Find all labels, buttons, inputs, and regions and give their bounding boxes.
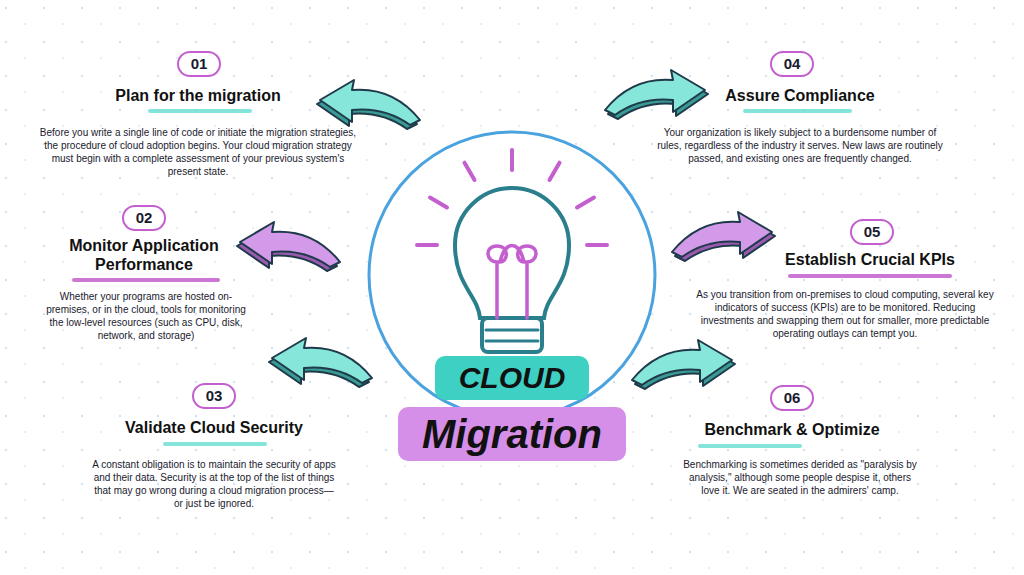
step-body: Your organization is likely subject to a… <box>653 126 948 165</box>
light-bulb <box>417 150 607 352</box>
step-heading: Establish Crucial KPIs <box>740 250 1000 269</box>
step-heading: Benchmark & Optimize <box>662 420 922 439</box>
curved-arrow <box>237 222 340 271</box>
step-body: Benchmarking is sometimes derided as "pa… <box>683 458 918 497</box>
heading-underline <box>745 109 850 113</box>
node-text: Migration <box>422 409 602 459</box>
node-text: 01 <box>191 55 208 73</box>
heading-underline <box>150 109 250 113</box>
center-circle <box>369 132 655 418</box>
filament <box>488 246 536 319</box>
step-number: 04 <box>770 51 815 77</box>
curved-arrow <box>632 340 735 389</box>
step-number: 01 <box>177 51 222 77</box>
curved-arrow <box>269 338 372 387</box>
heading-underline <box>165 442 265 446</box>
curved-arrow <box>672 212 775 261</box>
node-text: 03 <box>206 387 223 405</box>
bulb-glass <box>455 188 569 318</box>
curved-arrows <box>237 70 775 389</box>
center-tag: CLOUD <box>435 356 590 400</box>
step-number: 05 <box>850 219 895 245</box>
step-body: Before you write a single line of code o… <box>36 126 361 178</box>
curved-arrow <box>317 80 420 129</box>
center-tag: Migration <box>398 407 626 461</box>
heading-underline <box>790 274 950 278</box>
heading-underline <box>74 278 218 282</box>
node-text: CLOUD <box>459 359 566 397</box>
step-number: 06 <box>770 385 815 411</box>
node-text: 04 <box>784 55 801 73</box>
bulb-thread <box>486 340 538 343</box>
step-number: 03 <box>192 383 237 409</box>
step-heading: Assure Compliance <box>660 86 940 105</box>
heading-underline <box>700 444 800 448</box>
curved-arrow <box>605 70 708 119</box>
step-heading: Validate Cloud Security <box>74 418 354 437</box>
step-heading: Monitor Application Performance <box>54 236 234 274</box>
bulb-base <box>482 318 542 352</box>
step-body: Whether your programs are hosted on-prem… <box>44 290 249 342</box>
step-heading: Plan for the migration <box>48 86 348 105</box>
node-text: 06 <box>784 389 801 407</box>
node-text: 05 <box>864 223 881 241</box>
step-body: A constant obligation is to maintain the… <box>92 458 337 510</box>
step-number: 02 <box>122 205 167 231</box>
bulb-thread <box>486 329 538 332</box>
step-body: As you transition from on-premises to cl… <box>688 288 1003 340</box>
light-rays <box>417 150 607 245</box>
node-text: 02 <box>136 209 153 227</box>
